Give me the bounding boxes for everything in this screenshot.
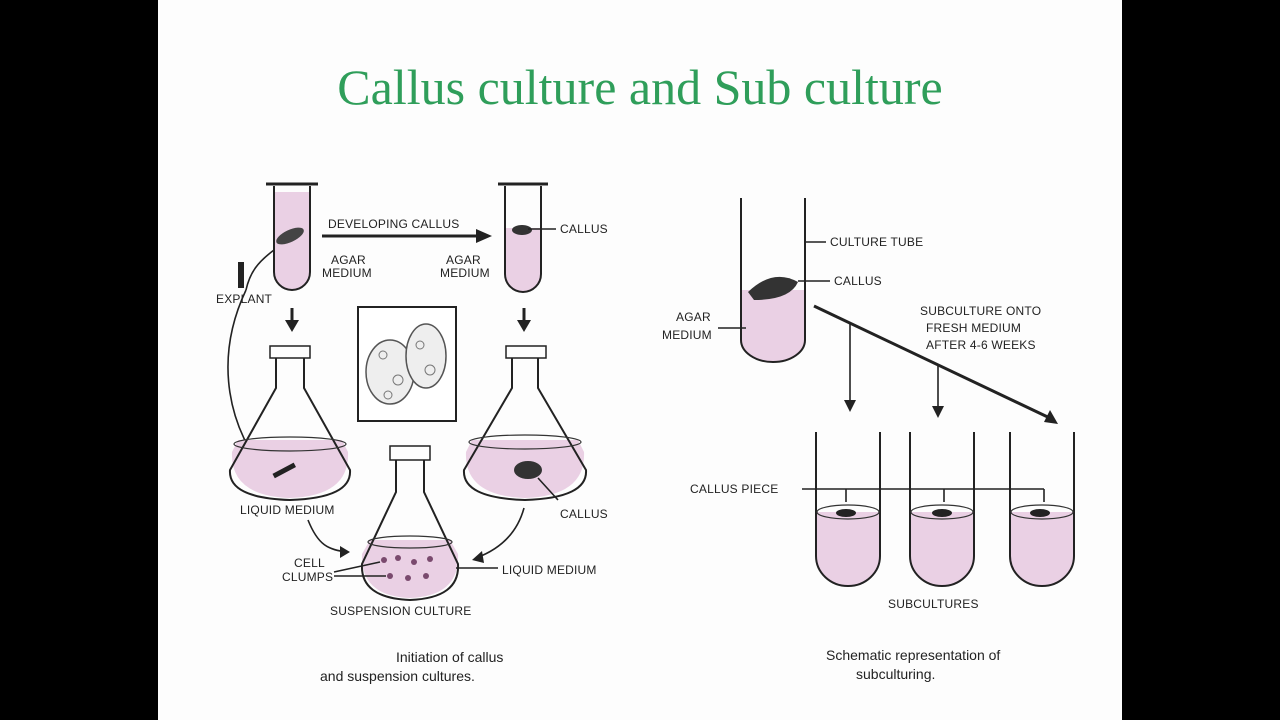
label-subculture-2: FRESH MEDIUM: [926, 321, 1021, 335]
label-agar-left-1: AGAR: [331, 253, 366, 267]
flask-right: [462, 345, 588, 502]
label-agar-right-1: AGAR: [446, 253, 481, 267]
label-callus: CALLUS: [834, 274, 882, 288]
label-clumps: CLUMPS: [282, 570, 333, 584]
label-explant: EXPLANT: [216, 292, 273, 306]
subculture-tube-2: [909, 432, 975, 587]
callus-photo: [357, 306, 457, 422]
label-subculture-3: AFTER 4-6 WEEKS: [926, 338, 1036, 352]
caption-right-1: Schematic representation of: [826, 647, 1000, 663]
label-developing-callus: DEVELOPING CALLUS: [328, 217, 459, 231]
label-subcultures: SUBCULTURES: [888, 597, 979, 611]
culture-tube: [740, 198, 806, 363]
callus-diagram: DEVELOPING CALLUS CALLUS AGAR MEDIUM AGA…: [216, 182, 1075, 684]
slide-title: Callus culture and Sub culture: [337, 59, 943, 115]
caption-right-2: subculturing.: [856, 666, 935, 682]
label-suspension-culture: SUSPENSION CULTURE: [330, 604, 471, 618]
label-liquid-medium-left: LIQUID MEDIUM: [240, 503, 335, 517]
label-subculture-1: SUBCULTURE ONTO: [920, 304, 1041, 318]
label-cell: CELL: [294, 556, 325, 570]
caption-left-2: and suspension cultures.: [320, 668, 475, 684]
label-agar: AGAR: [676, 310, 711, 324]
tube-callus: [498, 182, 548, 293]
flask-suspension: [360, 445, 460, 602]
label-callus-piece: CALLUS PIECE: [690, 482, 778, 496]
subculture-tube-1: [815, 432, 881, 587]
label-callus-top: CALLUS: [560, 222, 608, 236]
label-liquid-medium-bottom: LIQUID MEDIUM: [502, 563, 597, 577]
slide: Callus culture and Sub culture DEVELOPIN…: [158, 0, 1122, 720]
subculture-tube-3: [1009, 432, 1075, 587]
tube-explant: [266, 182, 318, 291]
label-culture-tube: CULTURE TUBE: [830, 235, 923, 249]
label-callus-flask: CALLUS: [560, 507, 608, 521]
caption-left-1: Initiation of callus: [396, 649, 503, 665]
explant-piece: [238, 262, 244, 288]
label-agar-left-2: MEDIUM: [322, 266, 372, 280]
label-medium: MEDIUM: [662, 328, 712, 342]
label-agar-right-2: MEDIUM: [440, 266, 490, 280]
flask-left: [228, 345, 352, 502]
